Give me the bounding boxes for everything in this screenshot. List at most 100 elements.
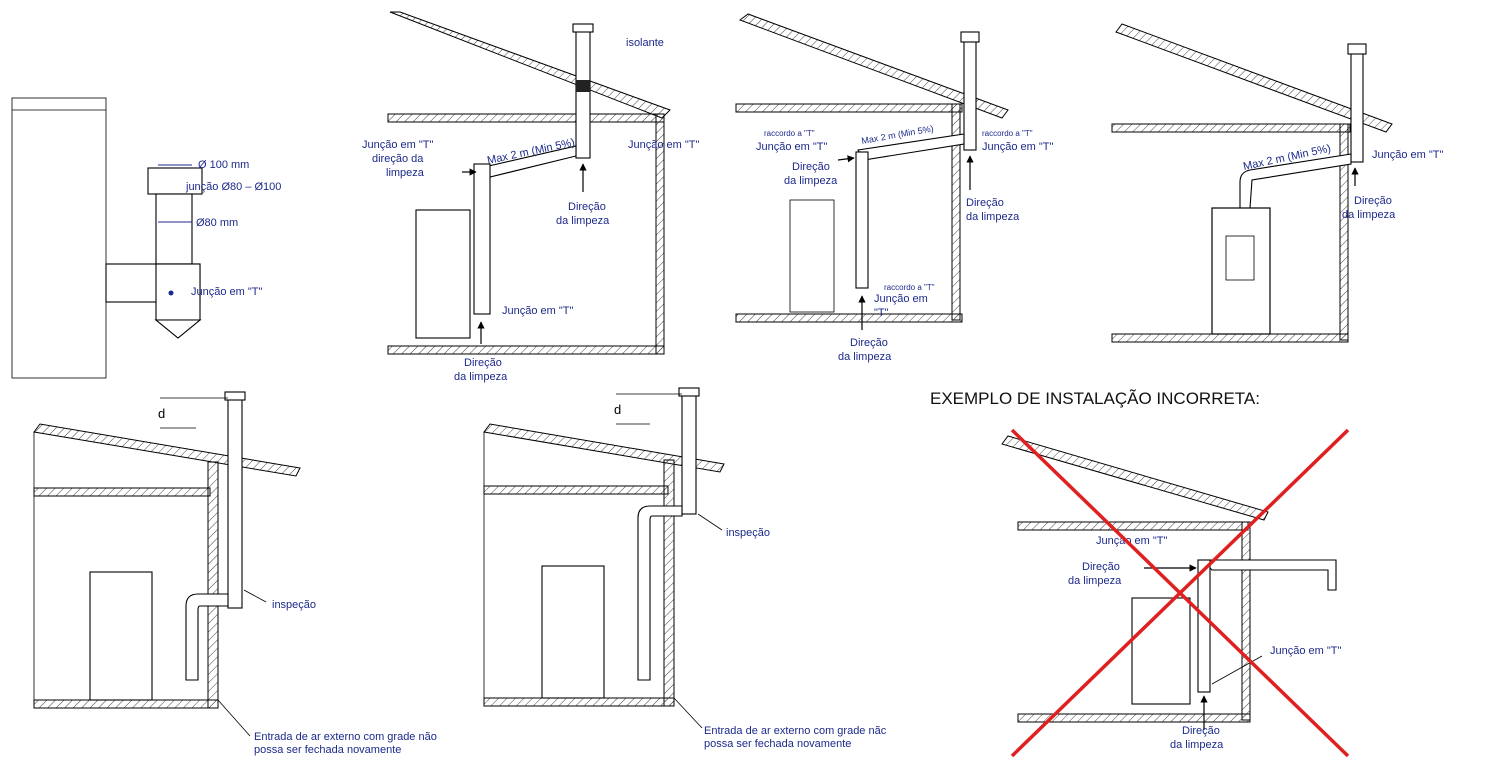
air-leader bbox=[673, 697, 703, 729]
connector-pipe bbox=[185, 593, 229, 681]
stove-side-panel bbox=[11, 97, 107, 379]
chimney-cap bbox=[572, 23, 594, 33]
tee-left-label: Junção em "T" bbox=[756, 141, 827, 153]
chimney-cap bbox=[678, 387, 700, 397]
dir-label-1: Direção bbox=[568, 201, 606, 213]
floor bbox=[33, 699, 219, 709]
ceiling bbox=[735, 103, 963, 113]
flue-pipe bbox=[963, 39, 977, 151]
dir-left-arrow bbox=[837, 155, 855, 163]
tee-bottom-label-1: Junção em bbox=[874, 293, 928, 305]
stove-body bbox=[1131, 597, 1191, 705]
inspection-label: inspeção bbox=[726, 527, 770, 539]
floor bbox=[1017, 713, 1251, 723]
fig-e-chimney-with-inspection: d inspeção Entrada de ar externo com gra… bbox=[483, 387, 887, 750]
roof-slope bbox=[1115, 23, 1393, 133]
tee-right-leader bbox=[1211, 655, 1263, 685]
tee-left-label-2: direção da bbox=[372, 153, 424, 165]
d-label: d bbox=[158, 406, 165, 421]
connector-pipe bbox=[1239, 153, 1352, 209]
ceiling bbox=[387, 113, 665, 123]
tee-left-label-3: limpeza bbox=[386, 167, 425, 179]
roof-slope bbox=[33, 423, 301, 477]
fig-b-vertical-run: raccordo a "T" Junção em "T" Max 2 m (Mi… bbox=[735, 13, 1053, 363]
fig-a-diagonal-run: isolante Max 2 m (Min 5%) Junção em "T" … bbox=[362, 11, 699, 383]
insulation-label: isolante bbox=[626, 37, 664, 49]
fig-c-wall-exit: Max 2 m (Min 5%) Junção em "T" Direção d… bbox=[1111, 23, 1443, 343]
raccordo-right: raccordo a "T" bbox=[982, 129, 1033, 138]
right-wall bbox=[663, 459, 675, 707]
dir-left-label-2: da limpeza bbox=[784, 175, 838, 187]
flue-pipe bbox=[227, 397, 243, 609]
bottom-dir-label-2: da limpeza bbox=[838, 351, 892, 363]
air-label-1: Entrada de ar externo com grade não bbox=[254, 731, 437, 743]
dim-100-label: Ø 100 mm bbox=[198, 159, 249, 171]
insulation-band bbox=[576, 80, 590, 92]
chimney-cap bbox=[960, 31, 980, 43]
stove-window bbox=[1225, 235, 1255, 281]
adapter-label: junção Ø80 – Ø100 bbox=[185, 181, 281, 193]
tee-top-right-label: Junção em "T" bbox=[628, 139, 699, 151]
dim-80-label: Ø80 mm bbox=[196, 217, 238, 229]
flue-pipe bbox=[575, 29, 591, 159]
tee-top-label: Junção em "T" bbox=[1096, 535, 1167, 547]
fig-d-chimney-with-inspection: d inspeção Entrada de ar externo com gra… bbox=[33, 391, 437, 756]
fig-detail-tee-junction: Ø 100 mm junção Ø80 – Ø100 Ø80 mm Junção… bbox=[11, 97, 281, 379]
bottom-dir-label-2: da limpeza bbox=[1170, 739, 1224, 751]
stove-body bbox=[89, 571, 153, 701]
ceiling bbox=[1017, 521, 1249, 531]
dir-label-2: da limpeza bbox=[1342, 209, 1396, 221]
tee-bottom-label-2: "T" bbox=[874, 307, 889, 319]
d-label: d bbox=[614, 402, 621, 417]
dir-right-label-2: da limpeza bbox=[966, 211, 1020, 223]
pipe-80mm-section bbox=[155, 193, 193, 265]
wall-exit-pipe bbox=[1200, 559, 1337, 591]
chimney-cap bbox=[224, 391, 246, 401]
tee-left-label-1: Junção em "T" bbox=[362, 139, 433, 151]
roof-slope bbox=[738, 13, 1009, 119]
air-label-2: possa ser fechada novamente bbox=[254, 744, 401, 756]
dir-label-2: da limpeza bbox=[1068, 575, 1122, 587]
bottom-dir-label-2: da limpeza bbox=[454, 371, 508, 383]
air-label-2: possa ser fechada novamente bbox=[704, 738, 851, 750]
vertical-pipe bbox=[855, 151, 869, 289]
dir-label-2: da limpeza bbox=[556, 215, 610, 227]
roof-slope bbox=[389, 11, 671, 119]
tee-right-label: Junção em "T" bbox=[1270, 645, 1341, 657]
bottom-dir-label-1: Direção bbox=[850, 337, 888, 349]
floor bbox=[1111, 333, 1349, 343]
floor bbox=[735, 313, 963, 323]
bottom-dir-label-1: Direção bbox=[464, 357, 502, 369]
bottom-dir-label-1: Direção bbox=[1182, 725, 1220, 737]
dir-label-1: Direção bbox=[1354, 195, 1392, 207]
right-wall bbox=[1241, 521, 1251, 721]
ceiling bbox=[1111, 123, 1351, 133]
inspection-leader bbox=[243, 589, 267, 603]
stove-riser-pipe bbox=[473, 163, 491, 315]
dir-left-label-1: Direção bbox=[792, 161, 830, 173]
flue-pipe bbox=[681, 393, 697, 515]
inspection-leader bbox=[697, 513, 723, 531]
air-leader bbox=[217, 699, 251, 737]
air-label-1: Entrada de ar externo com grade nãc bbox=[704, 725, 887, 737]
red-cross-line-2 bbox=[1010, 428, 1350, 758]
flue-pipe bbox=[1350, 51, 1364, 163]
tee-right-label: Junção em "T" bbox=[982, 141, 1053, 153]
vertical-pipe bbox=[1197, 559, 1211, 693]
fig-f-incorrect-installation: EXEMPLO DE INSTALAÇÃO INCORRETA: Junção … bbox=[930, 389, 1350, 758]
stove-body bbox=[1211, 207, 1271, 335]
right-wall bbox=[207, 461, 219, 709]
dir-label-1: Direção bbox=[1082, 561, 1120, 573]
stove-body bbox=[415, 209, 471, 339]
raccordo-bottom: raccordo a "T" bbox=[884, 283, 935, 292]
tee-cap bbox=[154, 319, 202, 339]
tee-marker-dot bbox=[168, 290, 174, 296]
floor bbox=[483, 697, 675, 707]
floor bbox=[387, 345, 665, 355]
roof-slope bbox=[1001, 435, 1269, 521]
tee-label: Junção em "T" bbox=[1372, 149, 1443, 161]
chimney-cap bbox=[1347, 43, 1367, 55]
inspection-label: inspeção bbox=[272, 599, 316, 611]
dir-right-label-1: Direção bbox=[966, 197, 1004, 209]
